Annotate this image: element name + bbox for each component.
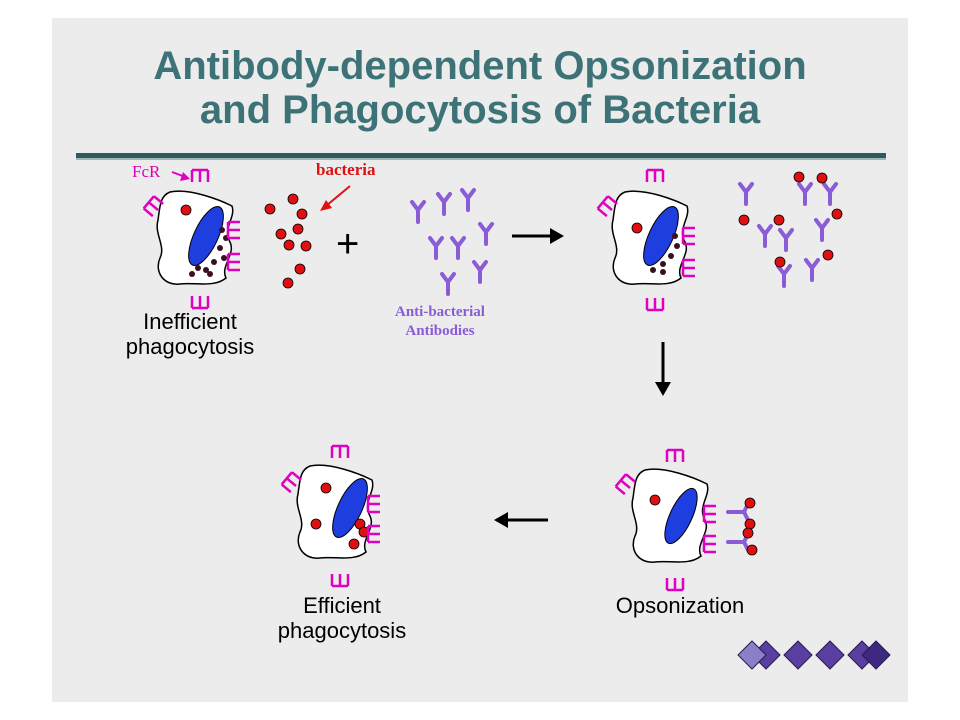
efficient-phagocytosis-label: Efficient phagocytosis xyxy=(242,593,442,643)
arrow-down xyxy=(655,342,671,396)
title-divider-highlight xyxy=(76,158,886,160)
inefficient-label-line-2: phagocytosis xyxy=(125,334,255,359)
fcr-label: FcR xyxy=(132,162,161,181)
opsonized-bacteria xyxy=(726,497,758,556)
phagocyte-efficient xyxy=(296,464,374,559)
efficient-label-line-2: phagocytosis xyxy=(277,618,407,643)
title-divider xyxy=(76,153,886,158)
plus-sign: + xyxy=(336,222,360,266)
free-bacteria-group xyxy=(264,193,312,289)
antibodies-label-line-2: Antibodies xyxy=(405,323,475,339)
decorative-diamonds xyxy=(737,640,891,670)
antibody-bacteria-complexes xyxy=(738,171,843,288)
phagocyte-mixing xyxy=(611,190,689,285)
title-line-1: Antibody-dependent Opsonization xyxy=(153,44,807,88)
arrow-left xyxy=(494,512,548,528)
bacteria-pointer-arrow xyxy=(325,185,351,207)
antibodies-label: Anti-bacterial Antibodies xyxy=(370,303,510,341)
slide-title: Antibody-dependent Opsonization and Phag… xyxy=(52,44,908,132)
free-antibodies-group xyxy=(410,188,494,296)
inefficient-phagocytosis-label: Inefficient phagocytosis xyxy=(90,309,290,359)
arrow-right xyxy=(512,228,564,244)
efficient-label-line-1: Efficient xyxy=(303,593,381,618)
title-line-2: and Phagocytosis of Bacteria xyxy=(199,88,761,132)
phagocyte-inefficient xyxy=(156,190,234,285)
phagocyte-opsonization xyxy=(631,468,709,563)
bacteria-label: bacteria xyxy=(316,160,376,179)
inefficient-label-line-1: Inefficient xyxy=(143,309,237,334)
bacteria-pointer-arrowhead xyxy=(320,200,332,211)
slide-background xyxy=(52,18,908,702)
opsonization-label: Opsonization xyxy=(615,593,745,618)
antibodies-label-line-1: Anti-bacterial xyxy=(395,304,485,320)
fcr-pointer-arrowhead xyxy=(180,172,190,181)
